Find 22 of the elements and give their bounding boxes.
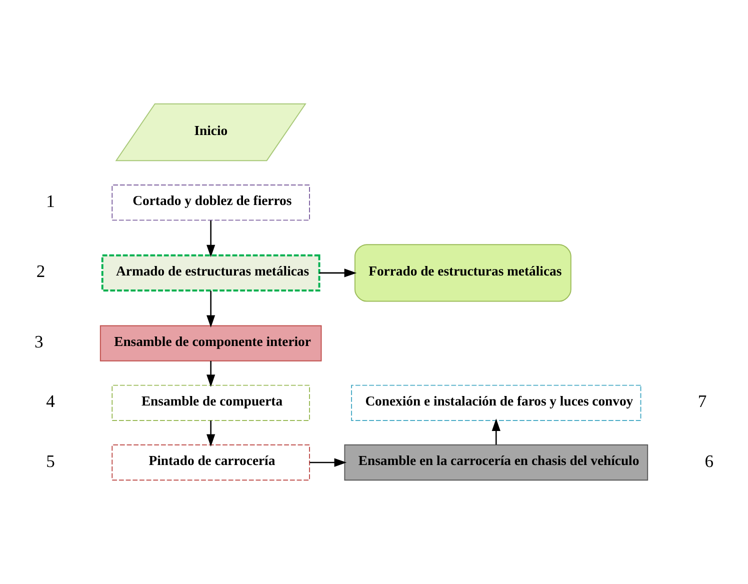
- arrow: [206, 360, 216, 388]
- node-label: 1: [46, 190, 55, 211]
- node-box: Cortado y doblez de fierros: [112, 184, 310, 221]
- node-label: 7: [698, 391, 707, 412]
- node-box: Pintado de carrocería: [112, 444, 310, 481]
- arrow: [206, 420, 216, 447]
- arrow: [310, 458, 347, 467]
- node-box: Conexión e instalación de faros y luces convoy: [351, 384, 642, 421]
- node-box: Forrado de estructuras metálicas: [354, 244, 572, 302]
- node-label: 4: [46, 391, 55, 412]
- node-label: 2: [36, 261, 46, 282]
- arrow: [492, 418, 500, 445]
- node-label: 6: [704, 450, 714, 471]
- node-label: 5: [46, 450, 55, 471]
- arrow: [319, 268, 357, 278]
- node-box: Ensamble en la carrocería en chasis del vehículo: [344, 444, 648, 481]
- arrow: [206, 220, 216, 258]
- arrow: [206, 290, 216, 328]
- node-box: Armado de estructuras metálicas: [101, 254, 320, 292]
- node-box: Ensamble de compuerta: [112, 384, 310, 421]
- node-label: 3: [34, 332, 44, 352]
- node-box: Ensamble de componente interior: [100, 325, 322, 362]
